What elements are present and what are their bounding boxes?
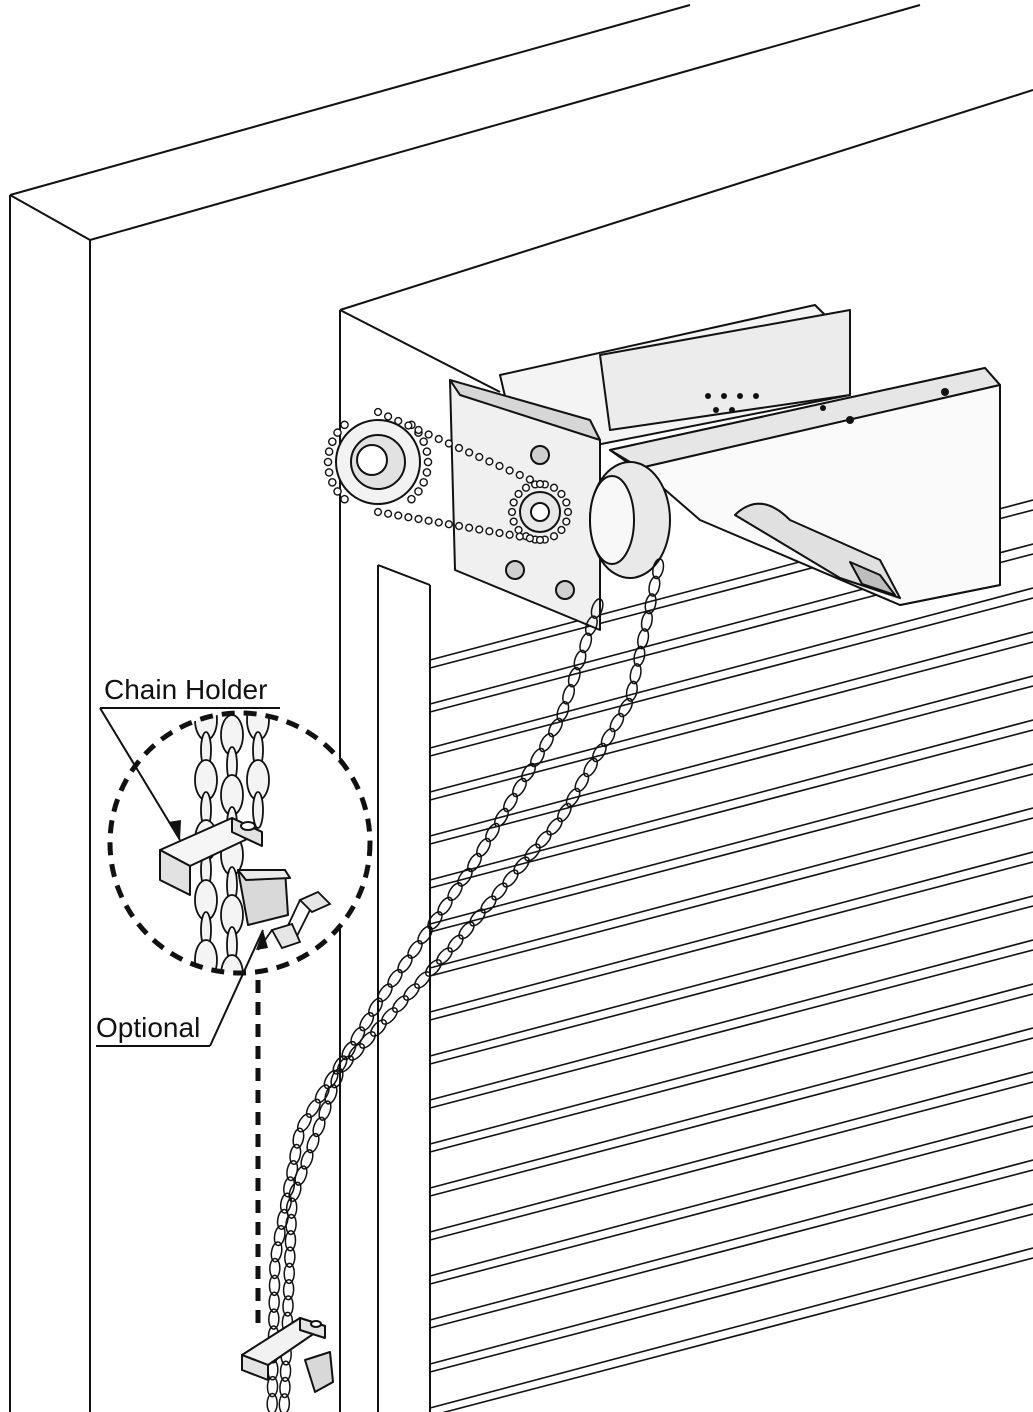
- sprocket-icon: [335, 419, 561, 533]
- hand-chain: [266, 558, 665, 1412]
- drive-chain: [323, 407, 573, 545]
- optional-label: Optional: [96, 1012, 201, 1043]
- door-frame: [339, 89, 1033, 1412]
- detail-view: [107, 710, 373, 976]
- rolling-shutter-slats: [429, 499, 1033, 1412]
- operator-unit: [449, 304, 1001, 631]
- callout-leaders: [96, 707, 280, 1047]
- chain-holder-label: Chain Holder: [104, 674, 268, 705]
- wall-frame: [9, 4, 921, 1412]
- detail-bracket: [159, 817, 291, 926]
- bracket-icon: [241, 1317, 334, 1393]
- leader-arrowheads: [168, 820, 268, 950]
